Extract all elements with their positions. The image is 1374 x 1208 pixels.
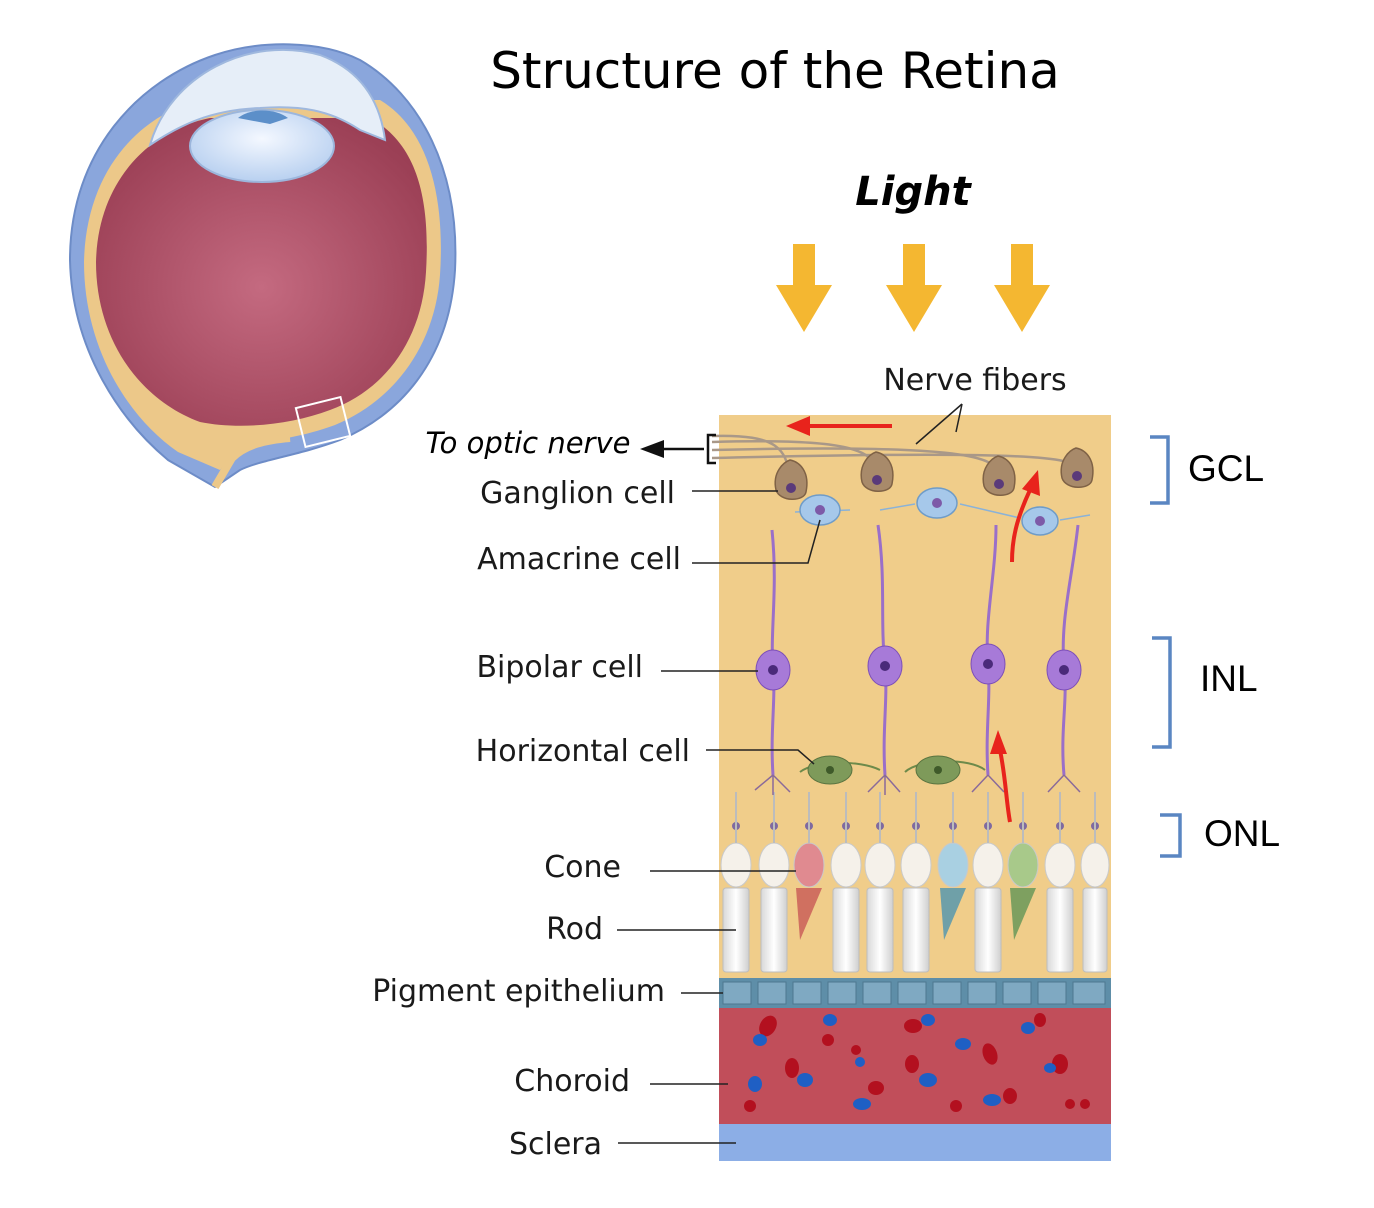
onl-bracket (1160, 813, 1182, 858)
signal-arrowhead-1 (786, 416, 810, 436)
eye-cross-section (68, 43, 457, 490)
light-arrow-1 (776, 244, 832, 332)
optic-nerve-label: To optic nerve (426, 426, 631, 460)
horizontal-cells (799, 755, 986, 785)
bipolar-cell-label: Bipolar cell (476, 650, 643, 685)
sclera-label: Sclera (509, 1127, 602, 1162)
gcl-bracket (1150, 435, 1170, 505)
horizontal-cell-label: Horizontal cell (476, 734, 690, 769)
amacrine-cells (794, 487, 1091, 536)
blood-cells (744, 1013, 1090, 1112)
light-arrow-3 (994, 244, 1050, 332)
optic-nerve-pointer (660, 433, 716, 465)
cone-outer-segments (796, 888, 1036, 940)
sclera-layer (719, 1124, 1111, 1161)
rods (722, 887, 1108, 973)
cell-labels: Ganglion cell Amacrine cell Bipolar cell… (372, 476, 690, 1162)
signal-arrows (806, 424, 1032, 823)
ganglion-cell-label: Ganglion cell (480, 476, 675, 511)
onl-label: ONL (1204, 813, 1280, 854)
layer-brackets (1150, 435, 1182, 858)
pigment-epithelium-label: Pigment epithelium (372, 974, 665, 1009)
bipolar-cells (754, 524, 1082, 795)
ganglion-cells (774, 447, 1094, 500)
amacrine-cell-label: Amacrine cell (477, 542, 681, 577)
inl-bracket (1152, 636, 1172, 749)
zoom-box (294, 395, 352, 449)
page-title: Structure of the Retina (490, 42, 1060, 100)
leader-lines (617, 490, 821, 1144)
light-arrow-2 (886, 244, 942, 332)
inl-label: INL (1200, 658, 1258, 699)
nerve-fibers-label: Nerve fibers (883, 363, 1066, 398)
cone-label: Cone (544, 850, 621, 885)
gcl-label: GCL (1188, 448, 1264, 489)
rod-label: Rod (546, 912, 603, 947)
signal-arrowhead-2 (990, 730, 1007, 754)
optic-arrowhead (640, 440, 664, 458)
signal-arrowhead-3 (1022, 470, 1040, 496)
light-label: Light (855, 169, 972, 215)
choroid-label: Choroid (514, 1064, 630, 1099)
nerve-fibers-leader (915, 403, 963, 445)
light-arrows (776, 244, 1050, 332)
photoreceptor-bodies (720, 792, 1110, 888)
